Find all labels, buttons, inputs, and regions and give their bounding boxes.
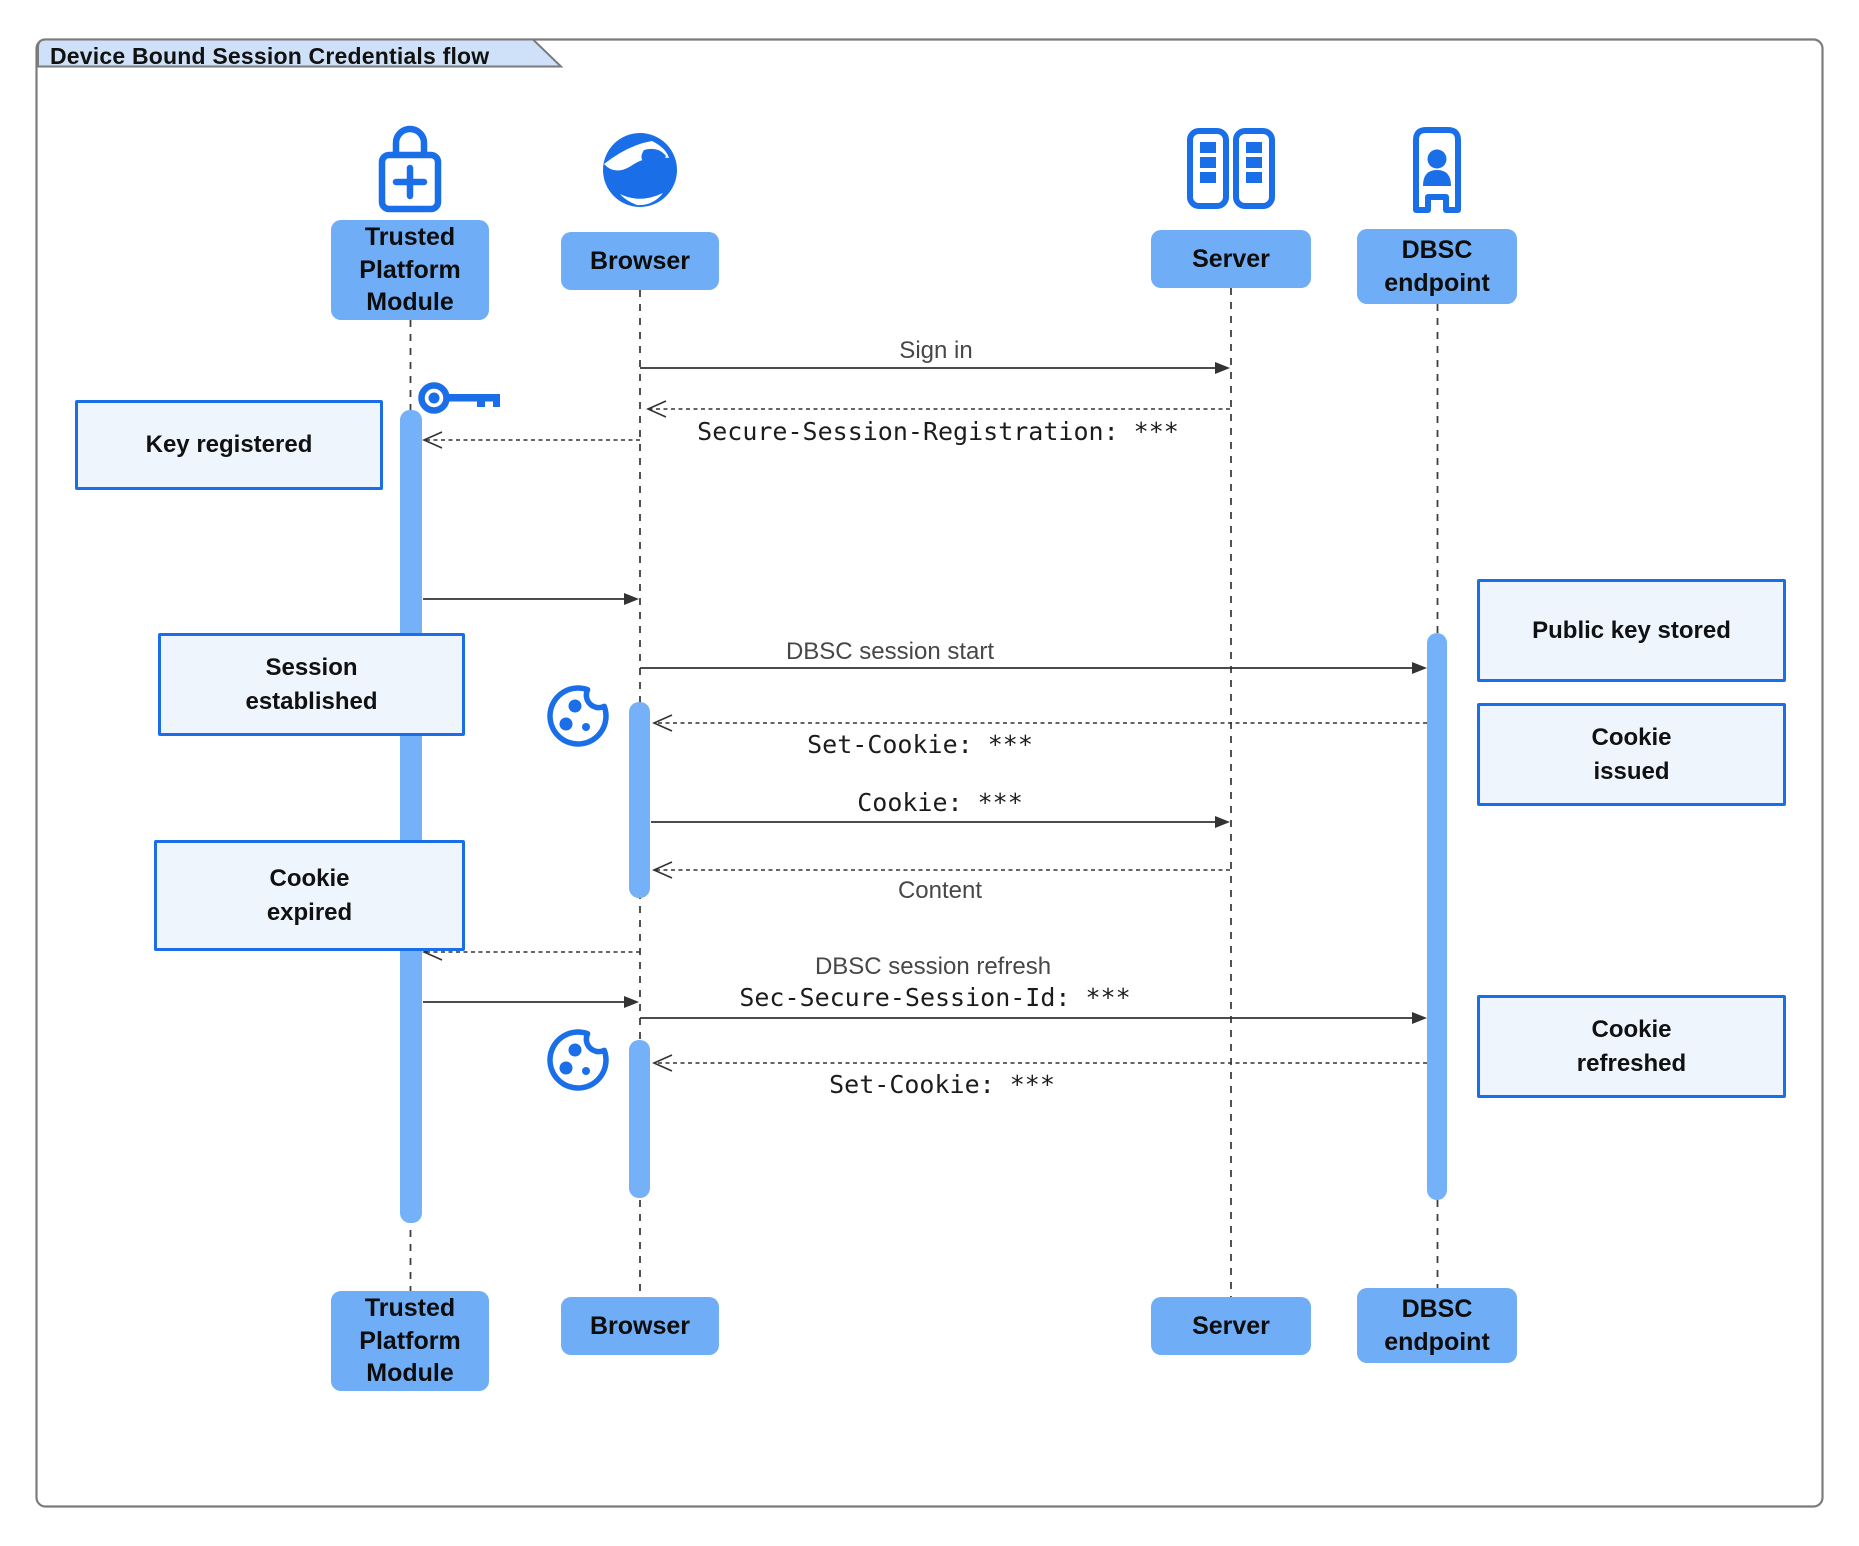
note-public-key-stored: Public key stored xyxy=(1477,579,1786,682)
person-booth-icon xyxy=(1413,127,1461,213)
cookie-icon xyxy=(547,1029,609,1091)
participant-server-top: Server xyxy=(1151,230,1311,288)
participant-tpm-top: Trusted Platform Module xyxy=(331,220,489,320)
participant-dbsc-top: DBSC endpoint xyxy=(1357,229,1517,304)
globe-icon xyxy=(603,133,677,207)
diagram-title: Device Bound Session Credentials flow xyxy=(50,43,490,69)
participant-dbsc-bottom: DBSC endpoint xyxy=(1357,1288,1517,1363)
message-arrows xyxy=(422,362,1427,1072)
message-sign-in: Sign in xyxy=(899,337,973,364)
dbsc-activation-bar xyxy=(1427,633,1447,1200)
browser-activation-bar-1 xyxy=(629,702,650,898)
note-cookie-expired: Cookie expired xyxy=(154,840,465,951)
lock-plus-icon xyxy=(378,125,442,213)
message-content: Content xyxy=(897,877,983,904)
note-cookie-issued: Cookie issued xyxy=(1477,703,1786,806)
participant-browser-top: Browser xyxy=(561,232,719,290)
note-key-registered: Key registered xyxy=(75,400,383,490)
message-set-cookie-2: Set-Cookie: *** xyxy=(829,1070,1055,1099)
server-racks-icon xyxy=(1187,128,1275,209)
cookie-icon xyxy=(547,685,609,747)
participant-browser-bottom: Browser xyxy=(561,1297,719,1355)
key-icon xyxy=(418,382,500,414)
message-sec-secure-session-id: Sec-Secure-Session-Id: *** xyxy=(739,983,1131,1012)
participant-tpm-bottom: Trusted Platform Module xyxy=(331,1291,489,1391)
tpm-activation-bar xyxy=(400,410,422,1223)
browser-activation-bar-2 xyxy=(629,1040,650,1198)
note-session-established: Session established xyxy=(158,633,465,736)
title-tab xyxy=(37,38,564,68)
message-set-cookie-1: Set-Cookie: *** xyxy=(807,730,1033,759)
participant-server-bottom: Server xyxy=(1151,1297,1311,1355)
message-secure-session-registration: Secure-Session-Registration: *** xyxy=(697,417,1179,446)
message-cookie: Cookie: *** xyxy=(857,788,1023,817)
message-dbsc-session-refresh: DBSC session refresh xyxy=(814,953,1052,980)
frame-border xyxy=(35,38,1824,1508)
message-dbsc-session-start: DBSC session start xyxy=(785,638,995,665)
note-cookie-refreshed: Cookie refreshed xyxy=(1477,995,1786,1098)
